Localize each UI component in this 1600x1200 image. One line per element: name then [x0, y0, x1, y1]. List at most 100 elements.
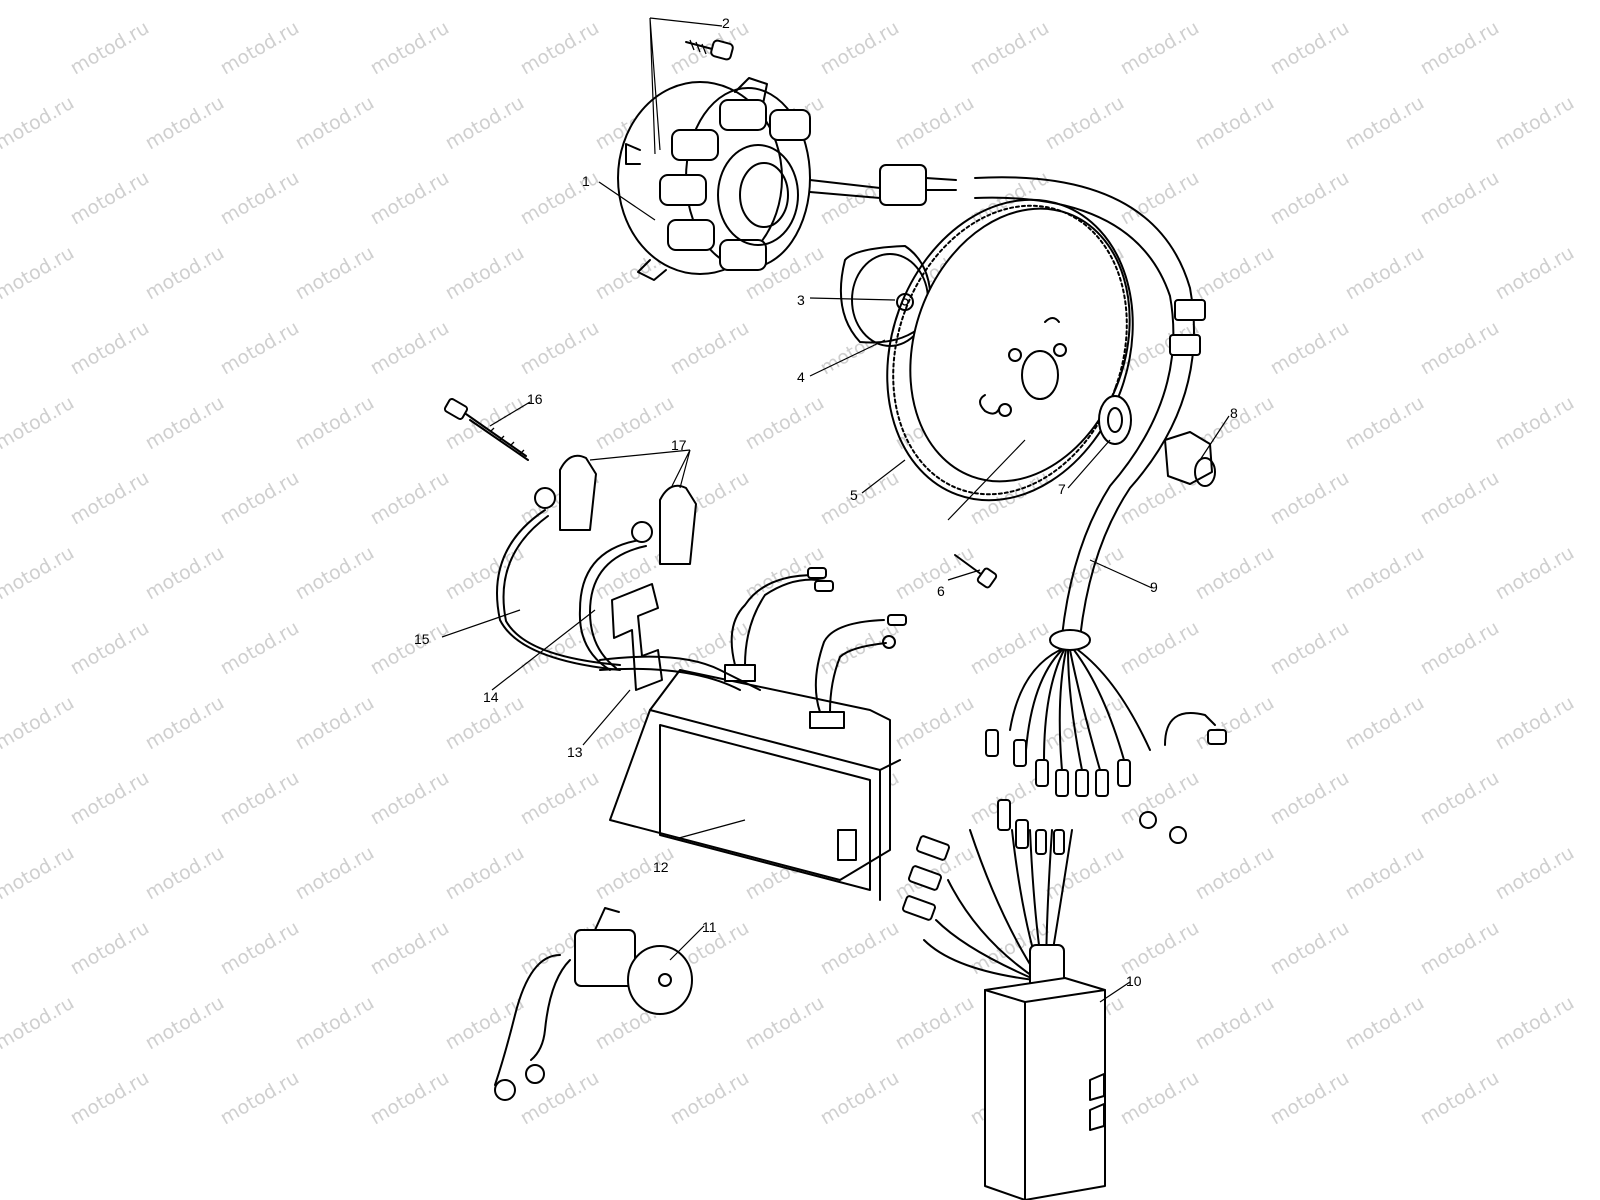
watermark-text: motod.ru — [0, 242, 78, 305]
watermark-text: motod.ru — [0, 92, 78, 155]
watermark-text: motod.ru — [1417, 467, 1503, 530]
watermark-text: motod.ru — [1042, 692, 1128, 755]
callout-13: 13 — [567, 744, 583, 760]
watermark-text: motod.ru — [817, 467, 903, 530]
watermark-text: motod.ru — [667, 317, 753, 380]
cdi-box — [902, 799, 1106, 1200]
watermark-text: motod.ru — [217, 617, 303, 680]
watermark-text: motod.ru — [517, 167, 603, 230]
watermark-text: motod.ru — [67, 467, 153, 530]
watermark-layer: motod.ru motod.ru motod.ru motod.ru motod.ru… — [0, 17, 1578, 1130]
callout-14: 14 — [483, 689, 499, 705]
watermark-text: motod.ru — [1342, 242, 1428, 305]
callout-15: 15 — [414, 631, 430, 647]
watermark-text: motod.ru — [1117, 917, 1203, 980]
watermark-text: motod.ru — [1342, 992, 1428, 1055]
watermark-text: motod.ru — [1042, 92, 1128, 155]
watermark-text: motod.ru — [1267, 167, 1353, 230]
watermark-text: motod.ru — [1192, 992, 1278, 1055]
watermark-text: motod.ru — [1342, 92, 1428, 155]
watermark-text: motod.ru — [292, 392, 378, 455]
watermark-text: motod.ru — [1192, 542, 1278, 605]
watermark-text: motod.ru — [367, 1067, 453, 1130]
watermark-text: motod.ru — [892, 92, 978, 155]
spark-plug-leads — [496, 509, 647, 671]
watermark-text: motod.ru — [442, 992, 528, 1055]
callout-2: 2 — [722, 15, 730, 31]
watermark-text: motod.ru — [1117, 617, 1203, 680]
callout-11: 11 — [702, 919, 717, 935]
watermark-text: motod.ru — [1417, 17, 1503, 80]
watermark-text: motod.ru — [67, 317, 153, 380]
watermark-text: motod.ru — [367, 767, 453, 830]
watermark-text: motod.ru — [1492, 542, 1578, 605]
watermark-text: motod.ru — [1492, 992, 1578, 1055]
watermark-text: motod.ru — [217, 1067, 303, 1130]
watermark-text: motod.ru — [1492, 842, 1578, 905]
watermark-text: motod.ru — [142, 692, 228, 755]
watermark-text: motod.ru — [1192, 692, 1278, 755]
callout-5: 5 — [850, 487, 858, 503]
watermark-text: motod.ru — [292, 242, 378, 305]
watermark-text: motod.ru — [0, 542, 78, 605]
watermark-text: motod.ru — [667, 1067, 753, 1130]
callout-16: 16 — [527, 391, 543, 407]
watermark-text: motod.ru — [67, 767, 153, 830]
watermark-text: motod.ru — [1192, 242, 1278, 305]
callout-6: 6 — [937, 583, 945, 599]
watermark-text: motod.ru — [1417, 317, 1503, 380]
watermark-text: motod.ru — [367, 317, 453, 380]
watermark-text: motod.ru — [0, 392, 78, 455]
watermark-text: motod.ru — [517, 17, 603, 80]
watermark-text: motod.ru — [217, 767, 303, 830]
cable-tie — [443, 398, 529, 461]
watermark-text: motod.ru — [217, 317, 303, 380]
watermark-text: motod.ru — [142, 92, 228, 155]
watermark-text: motod.ru — [1192, 92, 1278, 155]
watermark-text: motod.ru — [367, 917, 453, 980]
watermark-text: motod.ru — [1192, 842, 1278, 905]
spark-plug-caps — [534, 454, 697, 565]
watermark-text: motod.ru — [292, 692, 378, 755]
watermark-text: motod.ru — [742, 992, 828, 1055]
watermark-text: motod.ru — [367, 17, 453, 80]
watermark-text: motod.ru — [1117, 167, 1203, 230]
harness-wire-fanout — [985, 649, 1227, 844]
watermark-text: motod.ru — [67, 167, 153, 230]
watermark-text: motod.ru — [1267, 467, 1353, 530]
watermark-text: motod.ru — [0, 842, 78, 905]
stator-screw — [685, 39, 734, 61]
watermark-text: motod.ru — [967, 17, 1053, 80]
watermark-text: motod.ru — [142, 842, 228, 905]
watermark-text: motod.ru — [517, 767, 603, 830]
watermark-text: motod.ru — [142, 992, 228, 1055]
callout-8: 8 — [1230, 405, 1238, 421]
watermark-text: motod.ru — [1492, 92, 1578, 155]
watermark-text: motod.ru — [892, 692, 978, 755]
stator-wire-connector — [809, 164, 957, 206]
wire-harness-sleeve — [974, 176, 1206, 651]
watermark-text: motod.ru — [1042, 542, 1128, 605]
watermark-text: motod.ru — [217, 917, 303, 980]
watermark-text: motod.ru — [1492, 692, 1578, 755]
watermark-text: motod.ru — [817, 917, 903, 980]
watermark-text: motod.ru — [1342, 392, 1428, 455]
callout-10: 10 — [1126, 973, 1142, 989]
watermark-text: motod.ru — [742, 392, 828, 455]
watermark-text: motod.ru — [442, 92, 528, 155]
watermark-text: motod.ru — [217, 467, 303, 530]
watermark-text: motod.ru — [817, 1067, 903, 1130]
watermark-text: motod.ru — [1117, 1067, 1203, 1130]
watermark-text: motod.ru — [1342, 542, 1428, 605]
callout-4: 4 — [797, 369, 805, 385]
watermark-text: motod.ru — [1417, 167, 1503, 230]
watermark-text: motod.ru — [67, 17, 153, 80]
watermark-text: motod.ru — [292, 542, 378, 605]
flywheel — [886, 198, 1134, 502]
watermark-text: motod.ru — [67, 917, 153, 980]
leader-lines — [441, 17, 1230, 1003]
watermark-text: motod.ru — [142, 242, 228, 305]
watermark-text: motod.ru — [1417, 917, 1503, 980]
watermark-text: motod.ru — [292, 842, 378, 905]
